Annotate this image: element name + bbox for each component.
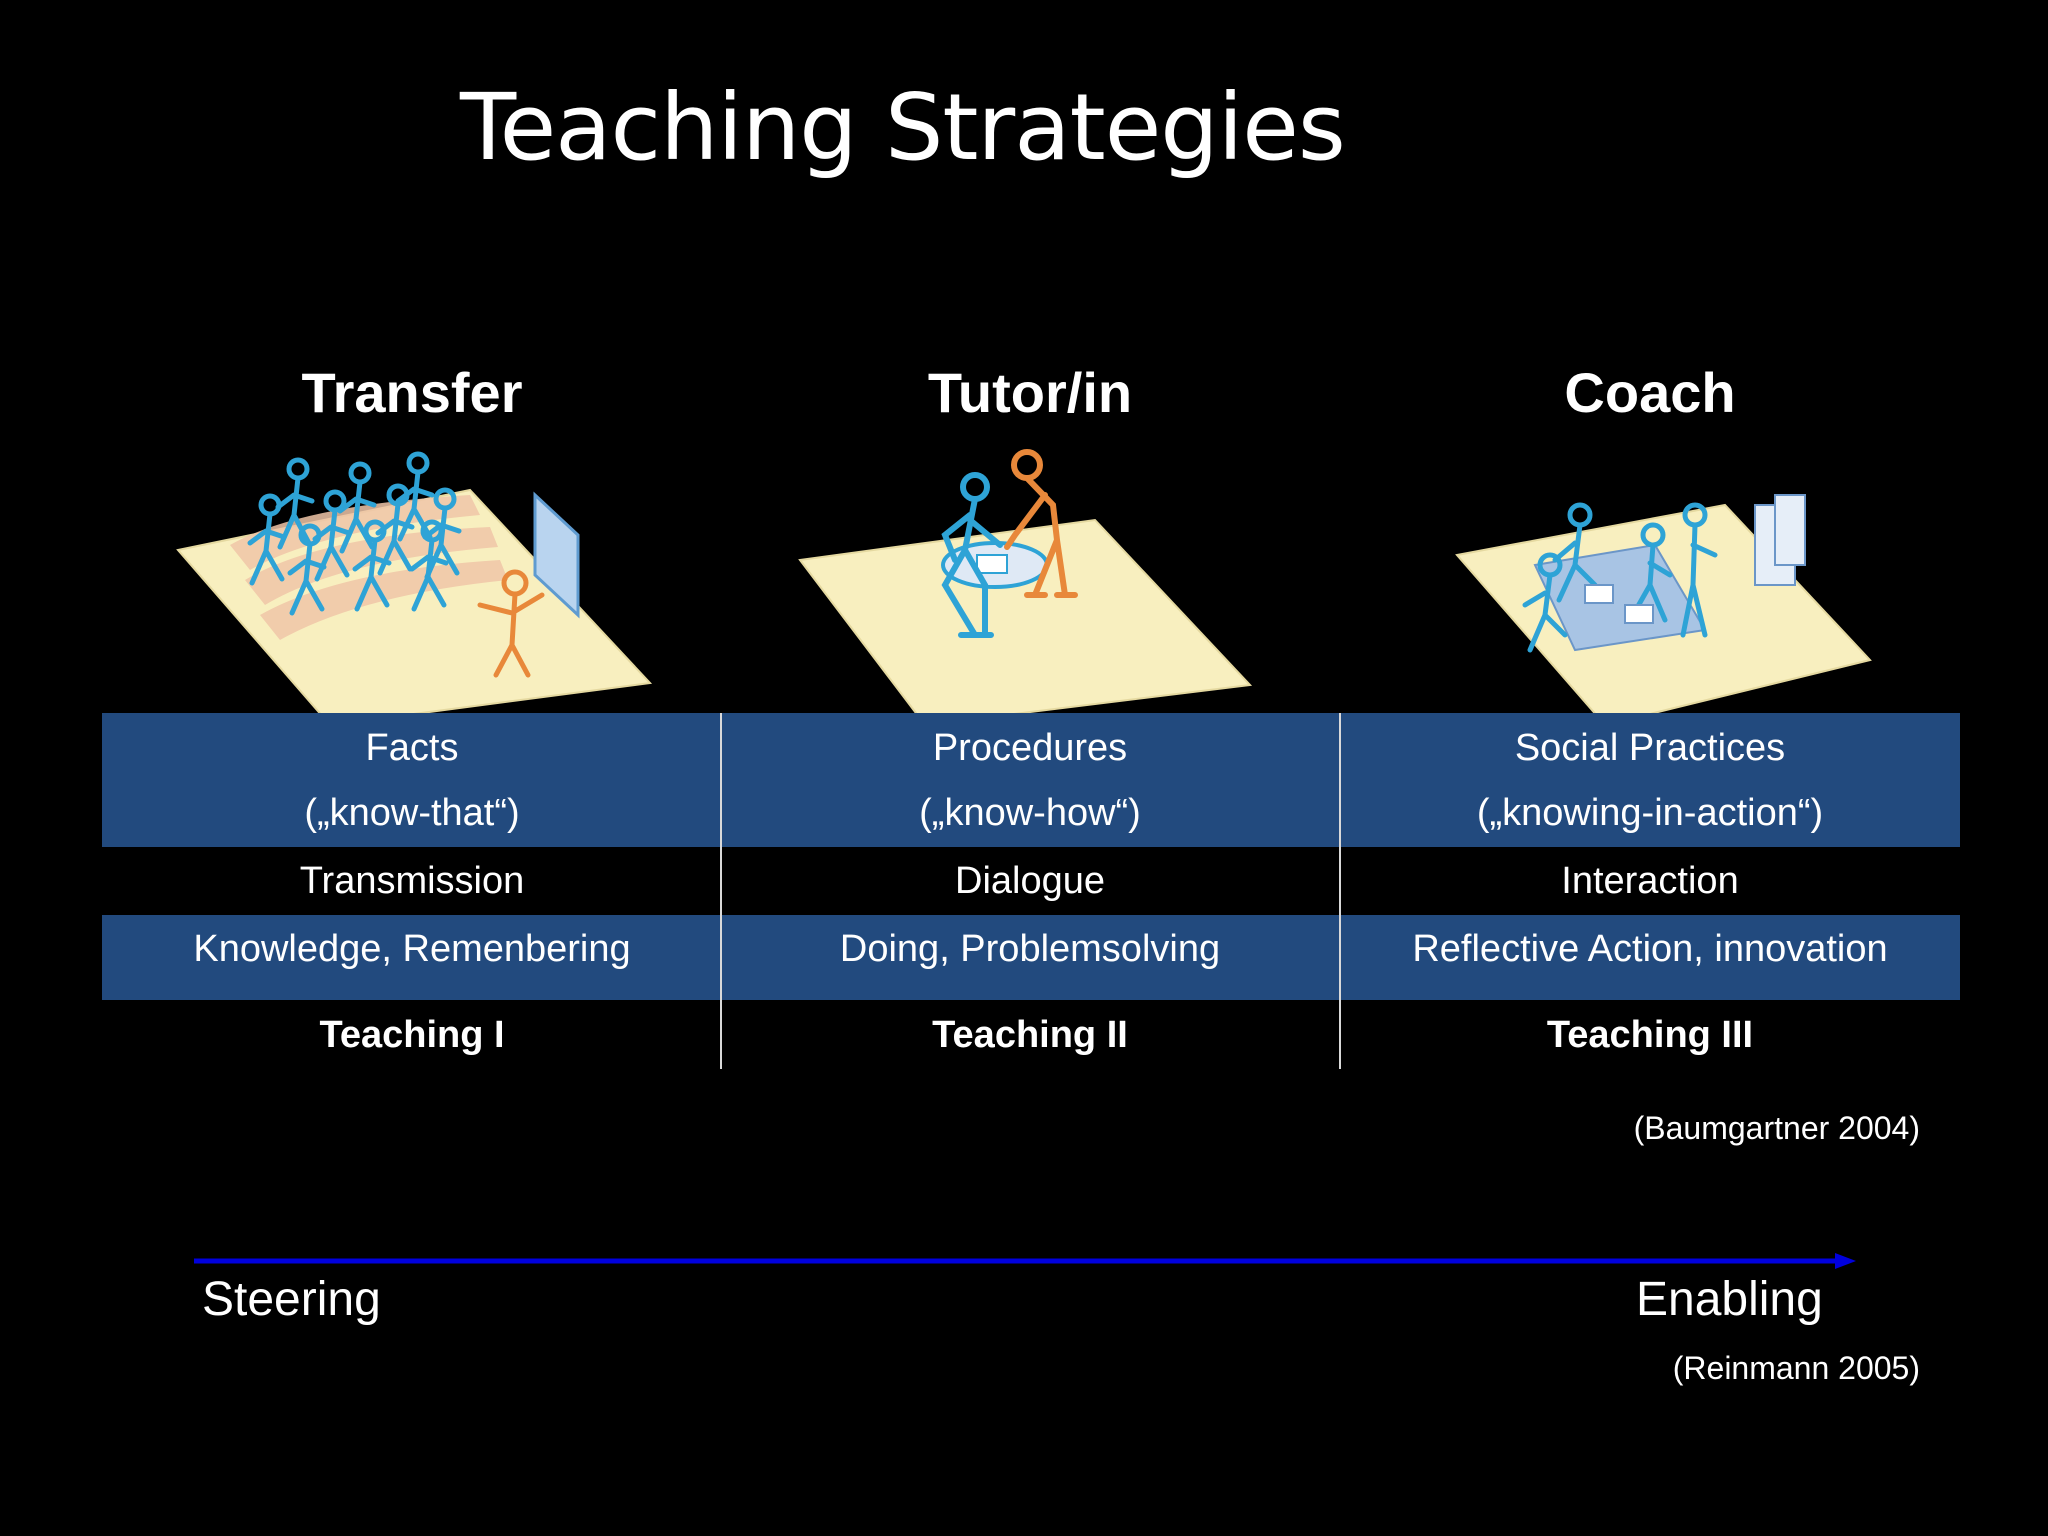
column-header-tutor: Tutor/in xyxy=(927,361,1133,424)
knowledge-transfer: Facts xyxy=(365,727,459,769)
outcome-coach: Reflective Action, innovation xyxy=(1412,928,1888,970)
student-figures xyxy=(247,451,462,616)
mode-tutor: Dialogue xyxy=(955,860,1105,902)
knowledge-sub-transfer: („know-that“) xyxy=(304,792,520,834)
steering-enabling-arrow xyxy=(194,1253,1856,1269)
tutor-dialogue-illustration xyxy=(798,449,1253,725)
citation-reinmann: (Reinmann 2005) xyxy=(1672,1350,1920,1386)
knowledge-tutor: Procedures xyxy=(932,727,1128,769)
column-divider-1 xyxy=(720,713,722,1069)
paper xyxy=(976,554,1008,574)
slide-title: Teaching Strategies xyxy=(460,74,1346,181)
shelf xyxy=(1754,494,1806,586)
column-header-transfer: Transfer xyxy=(301,361,523,424)
column-divider-2 xyxy=(1339,713,1341,1069)
mode-transfer: Transmission xyxy=(299,860,525,902)
teaching-level-1: Teaching I xyxy=(319,1014,505,1056)
laptops xyxy=(1584,584,1654,624)
knowledge-type-band xyxy=(102,713,1960,847)
outcome-transfer: Knowledge, Remenbering xyxy=(193,928,631,970)
column-header-coach: Coach xyxy=(1564,361,1736,424)
student-figure xyxy=(941,472,1003,638)
learning-outcome-band xyxy=(102,915,1960,1000)
teaching-level-2: Teaching II xyxy=(932,1014,1128,1056)
whiteboard xyxy=(533,491,580,619)
teacher-figure xyxy=(477,569,545,678)
transfer-classroom-illustration xyxy=(176,451,653,725)
teaching-level-3: Teaching III xyxy=(1546,1014,1754,1056)
tutor-floor xyxy=(798,518,1253,725)
tutor-figure xyxy=(1004,449,1078,598)
arrow-head xyxy=(1835,1253,1856,1269)
outcome-tutor: Doing, Problemsolving xyxy=(839,928,1221,970)
knowledge-sub-coach: („knowing-in-action“) xyxy=(1476,792,1824,834)
coach-group-illustration xyxy=(1455,494,1872,725)
axis-label-steering: Steering xyxy=(202,1273,381,1326)
knowledge-sub-tutor: („know-how“) xyxy=(919,792,1141,834)
citation-baumgartner: (Baumgartner 2004) xyxy=(1633,1110,1920,1146)
group-figures xyxy=(1522,502,1718,653)
axis-label-enabling: Enabling xyxy=(1636,1273,1823,1326)
knowledge-coach: Social Practices xyxy=(1514,727,1786,769)
mode-coach: Interaction xyxy=(1561,860,1739,902)
